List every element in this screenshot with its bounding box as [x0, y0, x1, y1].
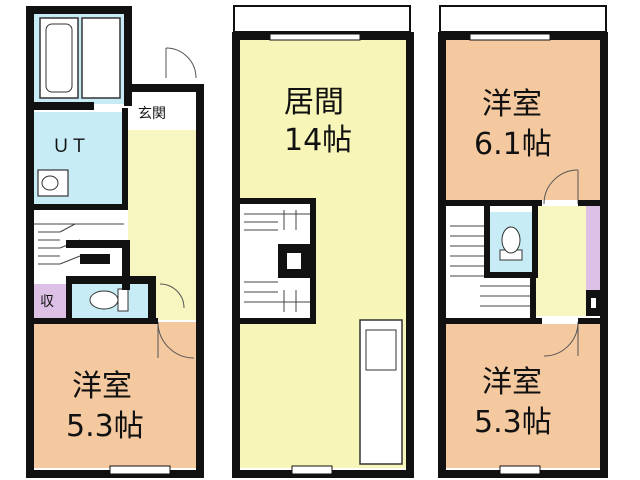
shower-area	[81, 17, 121, 99]
toilet-right-icon	[499, 226, 523, 261]
label-west-room-name: 洋室	[72, 369, 132, 404]
entrance-floor	[128, 90, 198, 130]
stair-lines-right	[450, 225, 530, 307]
unit-right	[438, 5, 608, 478]
balcony-middle	[233, 5, 411, 33]
label-west-room-size: 5.3帖	[66, 409, 144, 444]
label-east-upper-room-size: 6.1帖	[474, 127, 552, 162]
unit-middle	[232, 5, 414, 478]
east-lower-room-floor	[446, 324, 600, 468]
label-storage: 収	[40, 294, 54, 310]
door-swings-right	[543, 169, 579, 357]
label-east-lower-room-size: 5.3帖	[474, 405, 552, 440]
east-upper-room-floor	[446, 40, 600, 200]
balcony-right	[439, 5, 607, 33]
storage-floor	[34, 284, 68, 318]
label-east-upper-room-name: 洋室	[482, 87, 542, 122]
label-utility: ＵＴ	[52, 136, 88, 157]
washbasin	[37, 169, 69, 197]
toilet-icon	[89, 288, 129, 312]
door-swings-left	[157, 47, 197, 359]
west-room-floor	[34, 322, 200, 468]
hall-right-floor	[536, 206, 586, 316]
stair-lines-middle	[244, 210, 312, 312]
storage-right	[586, 206, 600, 290]
label-living-name: 居間	[284, 85, 344, 120]
label-living-size: 14帖	[284, 123, 352, 158]
label-east-lower-room-name: 洋室	[482, 365, 542, 400]
label-entrance: 玄関	[138, 105, 166, 122]
unit-left	[26, 6, 204, 478]
stair-lines-left	[34, 223, 124, 265]
kitchen-counter	[359, 319, 403, 465]
